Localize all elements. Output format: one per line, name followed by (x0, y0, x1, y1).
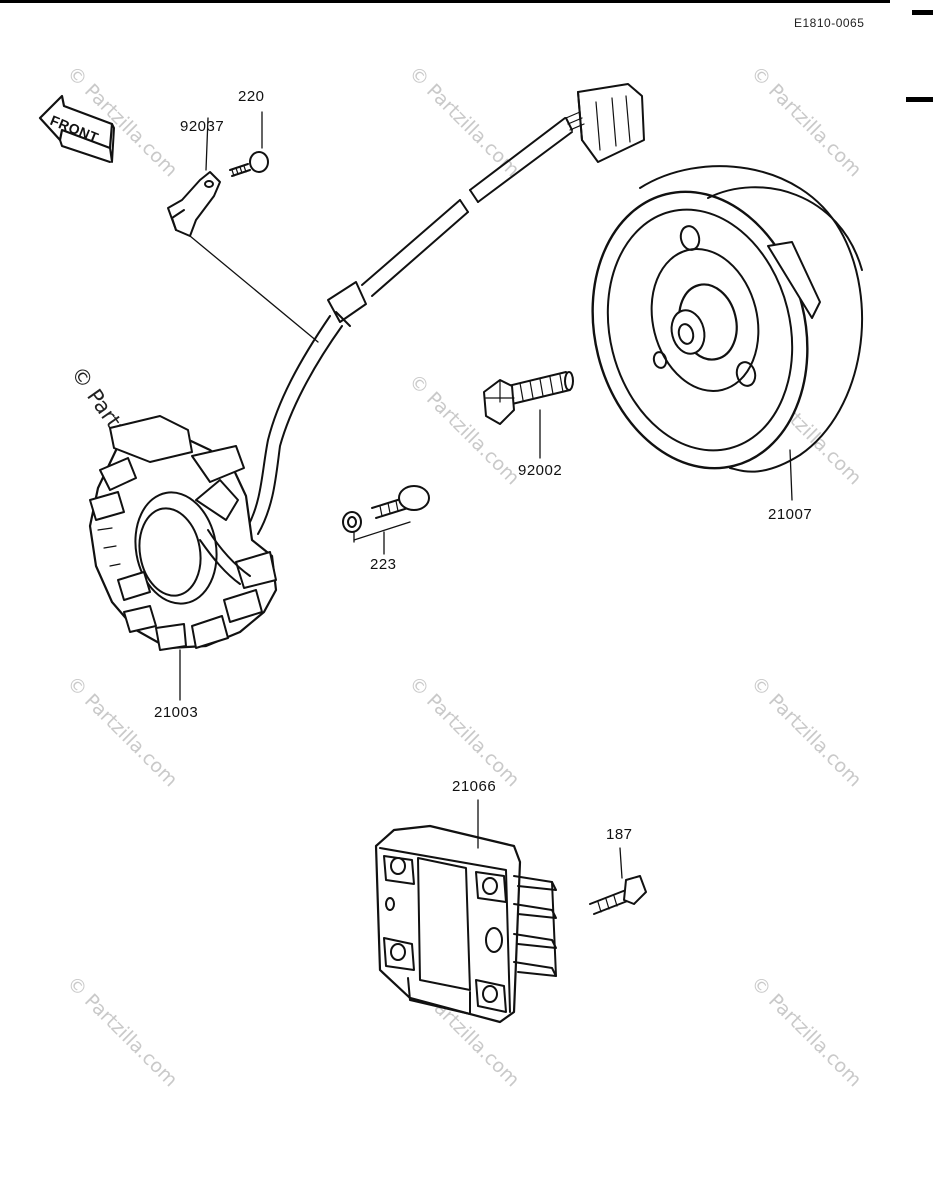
edge-mark-top (912, 10, 933, 15)
front-arrow-icon (38, 94, 115, 163)
part-label-21007: 21007 (768, 506, 813, 523)
stator-icon (88, 415, 278, 701)
bolt-small-icon (589, 847, 647, 915)
wire-harness-icon (247, 83, 645, 535)
flywheel-icon (591, 165, 864, 501)
part-label-21066: 21066 (452, 778, 497, 795)
part-label-21003: 21003 (154, 704, 199, 721)
bolt-icon (483, 371, 574, 459)
screw-washer-icon (342, 485, 430, 555)
screw-icon (229, 111, 269, 177)
part-label-92002: 92002 (518, 462, 563, 479)
part-label-187: 187 (606, 826, 633, 843)
drawing-code: E1810-0065 (794, 16, 865, 30)
clamp-icon (167, 117, 319, 343)
regulator-icon (374, 799, 557, 1024)
part-label-223: 223 (370, 556, 397, 573)
edge-mark-middle (906, 97, 933, 102)
part-label-92037: 92037 (180, 118, 225, 135)
part-label-220: 220 (238, 88, 265, 105)
top-rule (0, 0, 890, 3)
